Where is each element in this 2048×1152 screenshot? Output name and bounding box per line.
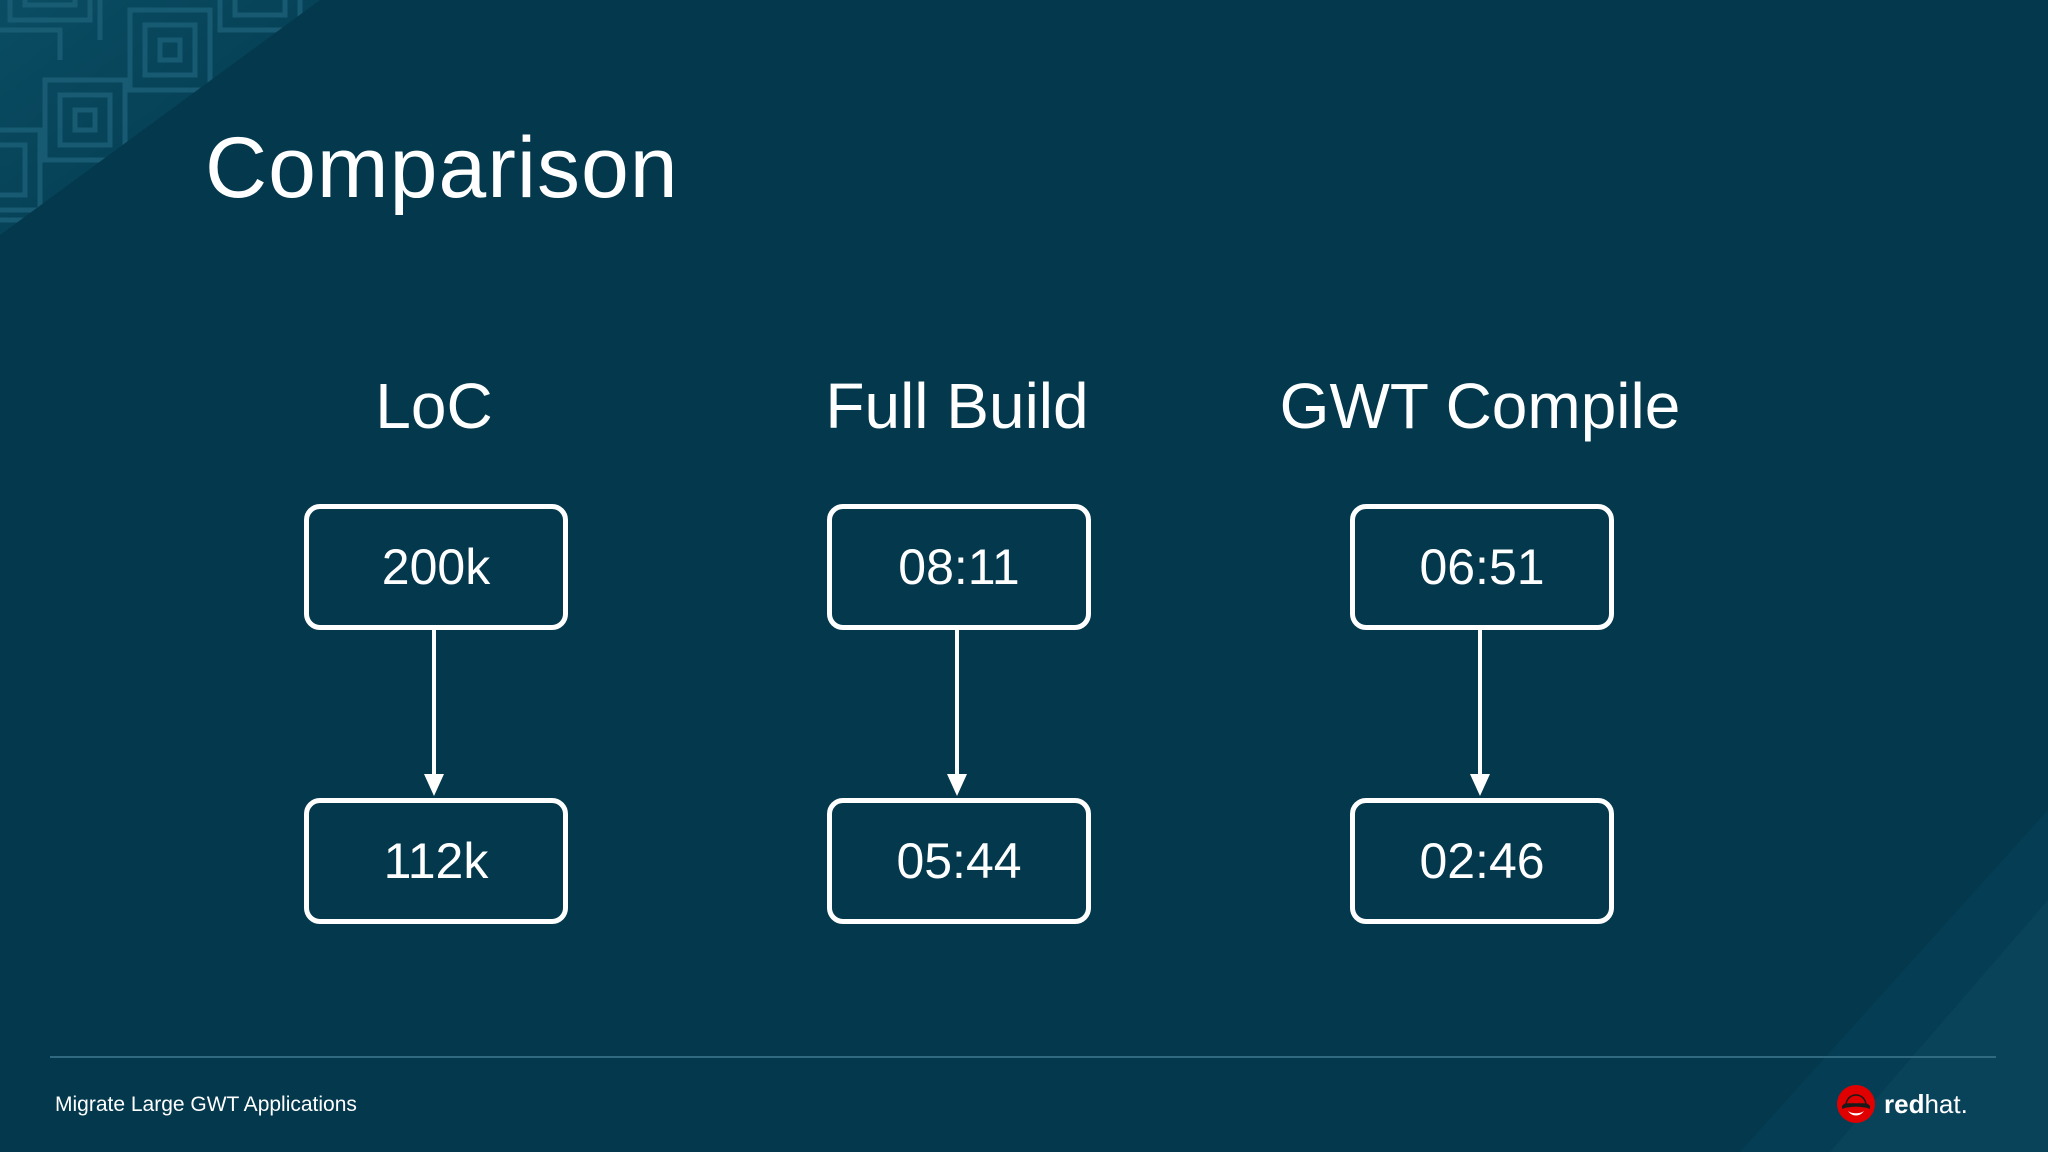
value-box-gwt-compile-before: 06:51 [1350, 504, 1614, 630]
arrow-down-icon [424, 626, 444, 796]
column-heading-gwt-compile: GWT Compile [1279, 370, 1681, 442]
value-box-gwt-compile-after: 02:46 [1350, 798, 1614, 924]
value-box-full-build-before: 08:11 [827, 504, 1091, 630]
arrow-down-icon [947, 626, 967, 796]
footer-divider [50, 1056, 1996, 1058]
shadowman-icon [1837, 1085, 1875, 1123]
column-heading-loc: LoC [375, 370, 493, 442]
arrow-down-icon [1470, 626, 1490, 796]
value-box-loc-before: 200k [304, 504, 568, 630]
slide-title: Comparison [205, 120, 679, 216]
logo-wordmark: redhat. [1884, 1089, 1968, 1119]
redhat-logo: redhat. [1836, 1082, 1968, 1126]
column-heading-full-build: Full Build [825, 370, 1089, 442]
footer-title: Migrate Large GWT Applications [55, 1093, 357, 1116]
value-box-loc-after: 112k [304, 798, 568, 924]
value-box-full-build-after: 05:44 [827, 798, 1091, 924]
